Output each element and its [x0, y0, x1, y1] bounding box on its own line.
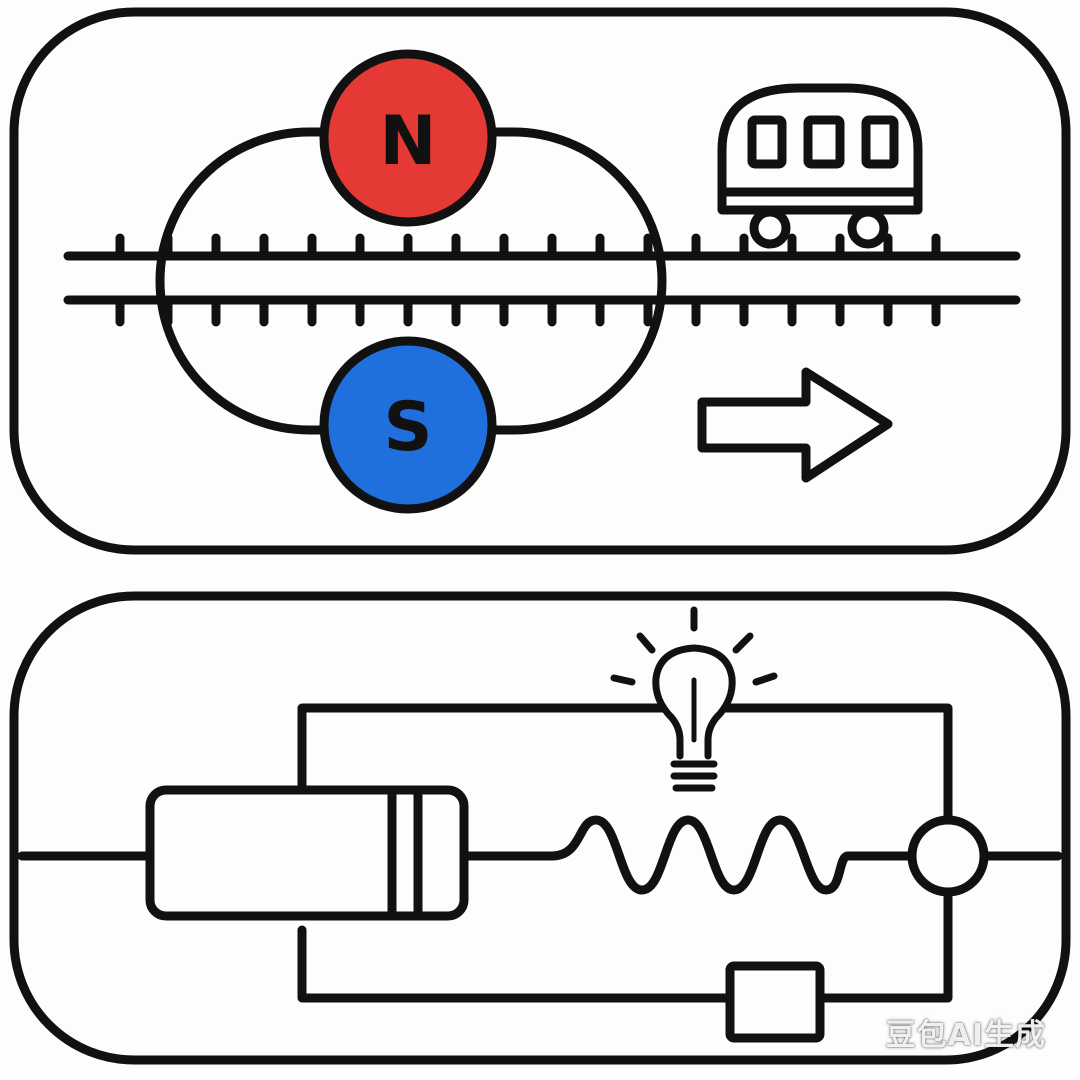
north-pole: N	[319, 49, 497, 227]
meter-icon	[907, 815, 989, 897]
top-panel	[9, 7, 1071, 555]
south-pole-label: S	[384, 388, 433, 467]
south-pole-circle	[319, 336, 497, 514]
south-pole: S	[319, 336, 497, 514]
switch-box-icon	[725, 961, 825, 1043]
coil-icon	[145, 785, 469, 921]
lightbulb-icon	[610, 606, 778, 792]
watermark: 豆包AI生成	[885, 1018, 1046, 1053]
north-pole-label: N	[380, 102, 437, 181]
train-icon	[717, 83, 923, 249]
circuit-wires	[17, 703, 1063, 1003]
resistor-icon	[547, 815, 853, 895]
bottom-panel	[9, 591, 1071, 1065]
right-arrow-icon	[697, 367, 893, 483]
rail-track	[63, 233, 1021, 327]
north-pole-circle	[319, 49, 497, 227]
rail-ties-top	[115, 233, 941, 261]
